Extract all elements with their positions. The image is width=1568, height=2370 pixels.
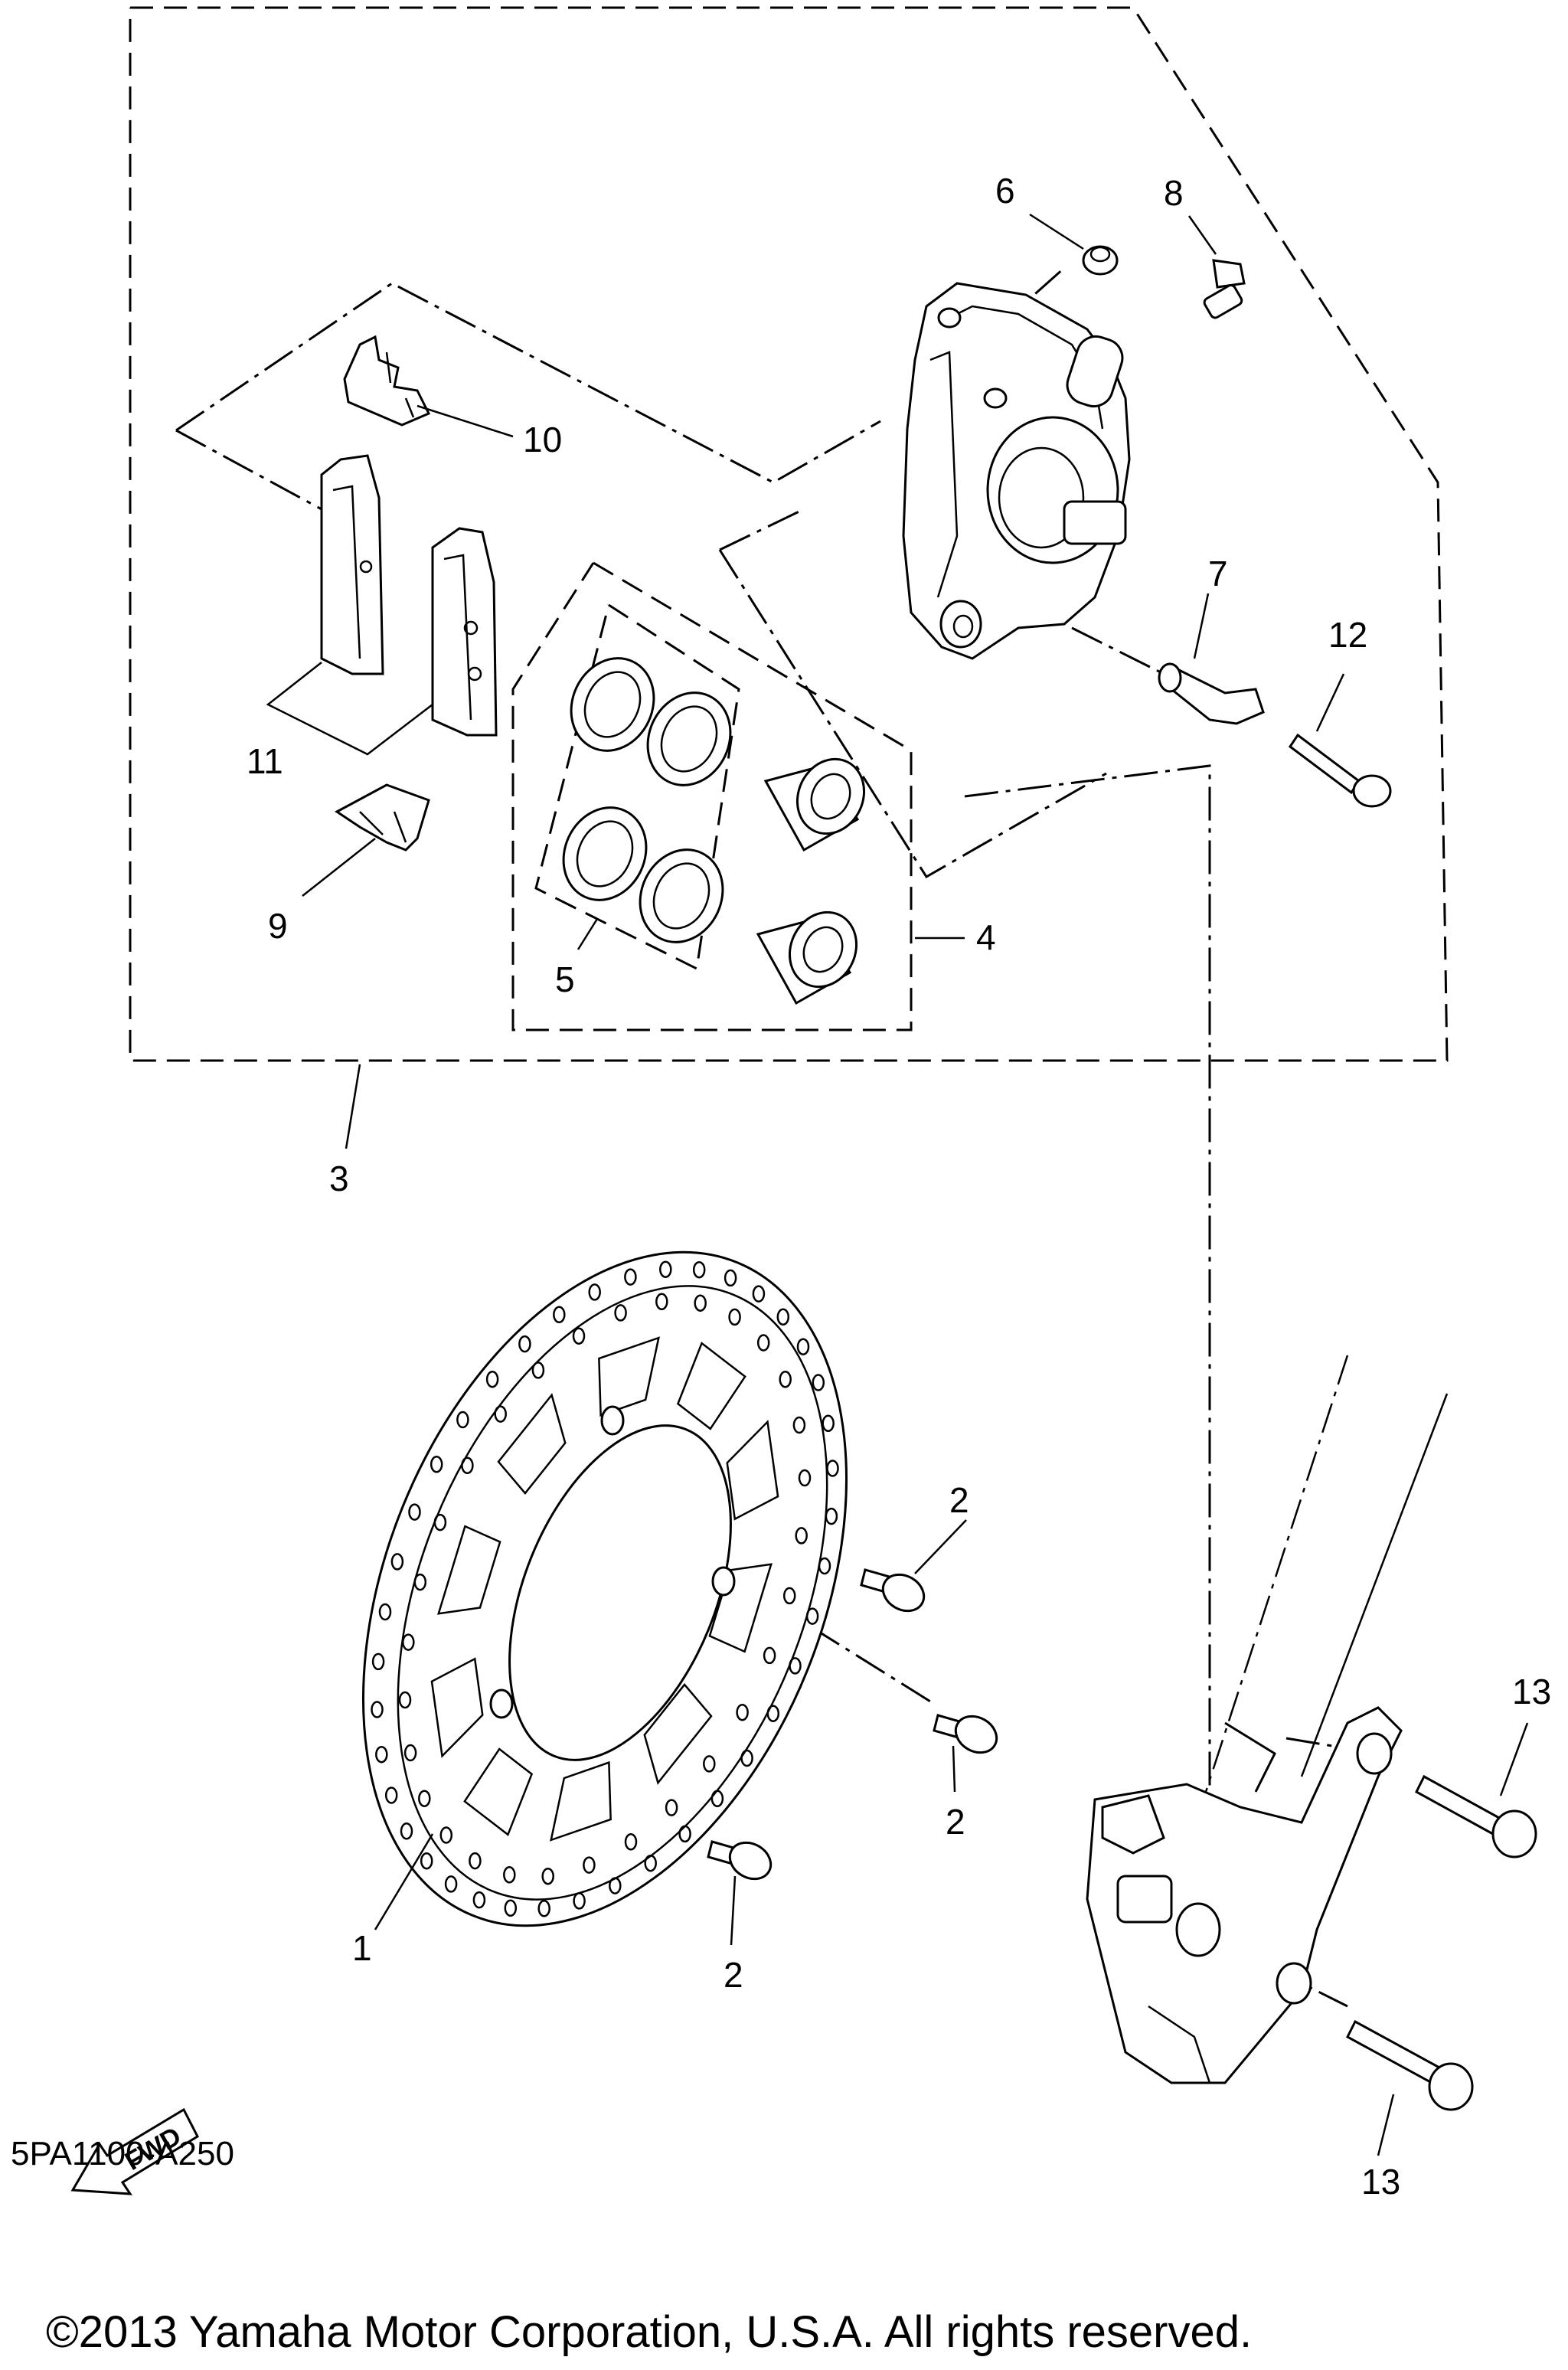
leader-lines — [266, 213, 1529, 2156]
caliper-bolt — [1288, 733, 1392, 808]
piston-seals — [562, 657, 732, 943]
callout-12: 12 — [1328, 615, 1367, 655]
callout-2c: 2 — [724, 1955, 743, 1995]
caliper-body — [902, 282, 1131, 660]
bleed-cap — [1082, 245, 1119, 276]
callout-9: 9 — [268, 906, 288, 946]
pistons — [756, 757, 866, 1005]
callout-8: 8 — [1164, 173, 1184, 213]
disc-screws — [707, 1568, 998, 1881]
callout-6: 6 — [995, 171, 1015, 211]
callout-labels: 1 2 2 2 3 4 5 6 7 8 9 10 11 12 13 13 — [247, 171, 1551, 2202]
fork-leg — [1086, 1355, 1449, 2084]
caliper-assembly-boundary — [129, 6, 1449, 1149]
diagram-code: 5PA1100-A250 — [11, 2135, 234, 2172]
callout-13b: 13 — [1361, 2162, 1400, 2202]
brake-disc — [362, 1250, 848, 1927]
callout-2b: 2 — [946, 1802, 965, 1842]
seal-kit-boundary — [534, 603, 740, 971]
callout-3: 3 — [329, 1159, 349, 1198]
callout-7: 7 — [1208, 554, 1228, 593]
pad-spring — [343, 335, 431, 427]
copyright-notice: ©2013 Yamaha Motor Corporation, U.S.A. A… — [46, 2307, 1253, 2357]
caliper-pin — [1158, 662, 1265, 725]
pad-support — [335, 783, 430, 852]
callout-11: 11 — [247, 741, 283, 781]
callout-1: 1 — [352, 1928, 372, 1968]
callout-5: 5 — [555, 959, 575, 999]
bleed-screw — [1203, 259, 1246, 319]
bracket-bolts — [1346, 1774, 1537, 2111]
piston-kit-boundary — [511, 561, 965, 1031]
brake-pads — [320, 454, 498, 737]
callout-13a: 13 — [1512, 1672, 1551, 1711]
callout-2a: 2 — [949, 1480, 969, 1520]
callout-10: 10 — [523, 420, 562, 459]
callout-4: 4 — [976, 917, 996, 957]
